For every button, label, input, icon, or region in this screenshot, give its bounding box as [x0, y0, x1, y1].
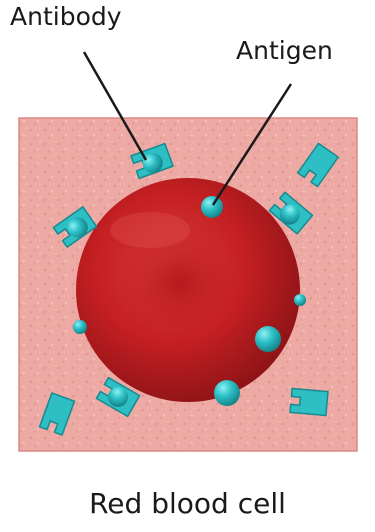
red-blood-cell — [76, 178, 300, 402]
antigen — [294, 294, 306, 306]
antigen — [201, 196, 223, 218]
antigen — [214, 380, 240, 406]
antigen — [255, 326, 281, 352]
antigen — [73, 320, 87, 334]
